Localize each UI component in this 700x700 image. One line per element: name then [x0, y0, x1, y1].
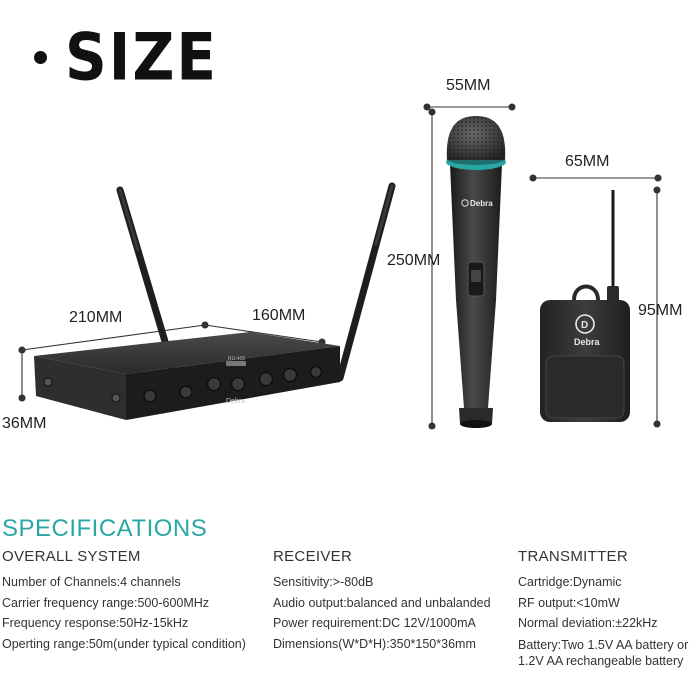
- receiver-height-label: 36MM: [2, 415, 47, 432]
- specifications-heading: SPECIFICATIONS: [2, 515, 208, 542]
- bodypack-transmitter: D Debra: [540, 190, 630, 422]
- handheld-microphone: Debra: [446, 116, 506, 428]
- receiver-model-text: RU-400: [228, 356, 245, 362]
- spec-line: Carrier frequency range:500-600MHz: [2, 595, 210, 610]
- product-illustration: Debra RU-400 Debra: [2, 77, 683, 432]
- overall-system-title: OVERALL SYSTEM: [2, 548, 141, 565]
- receiver-title: RECEIVER: [273, 548, 353, 565]
- receiver-width-label: 210MM: [69, 309, 123, 326]
- page-title: SIZE: [34, 25, 218, 89]
- overall-system-column: OVERALL SYSTEM Number of Channels:4 chan…: [2, 548, 264, 654]
- transmitter-height-label: 95MM: [638, 302, 683, 319]
- spec-line: Frequency response:50Hz-15kHz: [2, 616, 189, 630]
- transmitter-width-label: 65MM: [565, 153, 610, 170]
- spec-line: Power requirement:DC 12V/1000mA: [273, 616, 476, 630]
- spec-line: Operting range:50m(under typical conditi…: [2, 636, 246, 651]
- mic-width-label: 55MM: [446, 77, 491, 94]
- transmitter-dimension-lines: [529, 174, 662, 428]
- receiver-depth-label: 160MM: [252, 307, 306, 324]
- spec-line: 1.2V AA rechangeable battery: [518, 653, 684, 668]
- spec-line: Battery:Two 1.5V AA battery or: [518, 637, 689, 652]
- bullet-dot: [34, 50, 47, 64]
- spec-line: Sensitivity:>-80dB: [273, 575, 374, 589]
- spec-line: Number of Channels:4 channels: [2, 575, 181, 589]
- receiver-brand-text: Debra: [226, 398, 245, 405]
- mic-brand-text: Debra: [470, 199, 493, 208]
- spec-line: Audio output:balanced and unbalanded: [273, 595, 491, 610]
- svg-text:D: D: [581, 320, 588, 331]
- transmitter-column: TRANSMITTER Cartridge:Dynamic RF output:…: [518, 548, 700, 669]
- transmitter-brand-text: Debra: [574, 337, 601, 347]
- transmitter-title: TRANSMITTER: [518, 548, 628, 565]
- spec-line: Dimensions(W*D*H):350*150*36mm: [273, 636, 476, 651]
- spec-line: Normal deviation:±22kHz: [518, 616, 658, 630]
- product-drawing: Debra RU-400 Debra: [18, 103, 662, 430]
- spec-line: Cartridge:Dynamic: [518, 575, 622, 589]
- mic-height-label: 250MM: [387, 252, 441, 269]
- microphone-dimension-lines: [423, 103, 516, 430]
- receiver-column: RECEIVER Sensitivity:>-80dB Audio output…: [273, 548, 513, 654]
- receiver-unit: Debra RU-400: [34, 182, 396, 420]
- title-text: SIZE: [65, 18, 219, 96]
- spec-line: RF output:<10mW: [518, 595, 620, 610]
